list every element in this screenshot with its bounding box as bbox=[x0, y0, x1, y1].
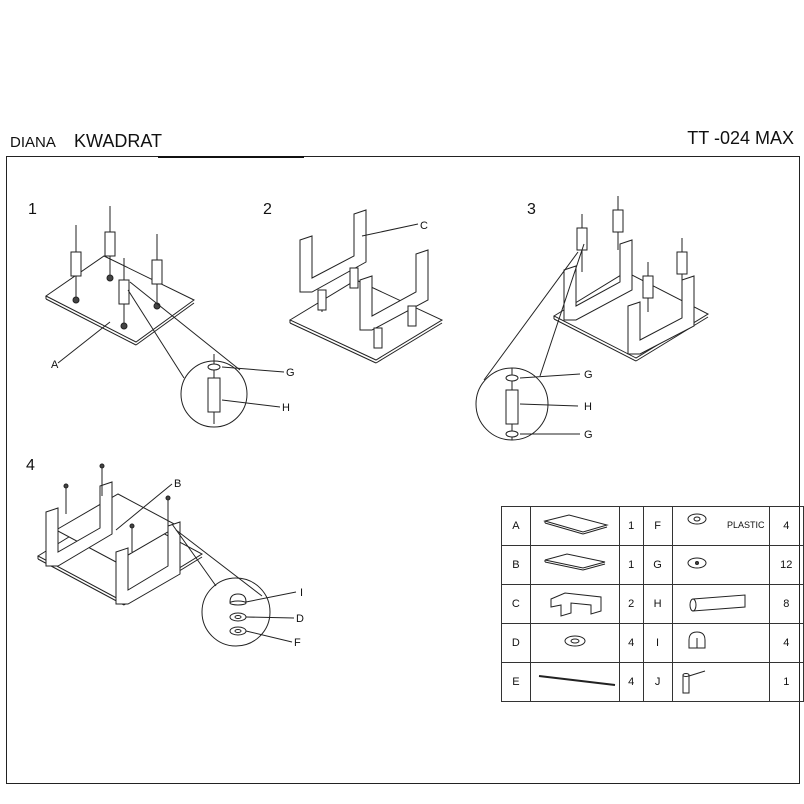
table-row: D 4 I 4 bbox=[501, 623, 804, 663]
step-4-illustration: B I D F bbox=[36, 463, 304, 649]
part-qty: 4 bbox=[618, 662, 644, 702]
parts-list-table: A 1 F PLASTIC 4 B 1 G 12 C 2 H 8 bbox=[501, 506, 804, 702]
step-4-number: 4 bbox=[26, 457, 35, 474]
step-2-number: 2 bbox=[263, 201, 272, 218]
part-qty: 1 bbox=[618, 506, 644, 546]
part-qty: 2 bbox=[618, 584, 644, 624]
callout-g: G bbox=[286, 367, 295, 379]
small-washer-icon bbox=[671, 545, 770, 585]
callout-g-top: G bbox=[584, 369, 593, 381]
callout-h: H bbox=[584, 401, 592, 413]
part-letter: C bbox=[501, 584, 531, 624]
part-qty: 4 bbox=[768, 623, 804, 663]
part-qty: 4 bbox=[768, 506, 804, 546]
model-name: KWADRAT bbox=[74, 131, 162, 151]
table-row: E 4 J 1 bbox=[501, 662, 804, 702]
detail-magnifier bbox=[201, 577, 271, 647]
tube-spacer-icon bbox=[671, 584, 770, 624]
table-row: C 2 H 8 bbox=[501, 584, 804, 624]
table-row: B 1 G 12 bbox=[501, 545, 804, 585]
step-1-number: 1 bbox=[28, 201, 37, 218]
cap-nut-icon bbox=[671, 623, 770, 663]
brand-name: DIANA bbox=[10, 134, 56, 151]
part-letter: J bbox=[642, 662, 673, 702]
part-qty: 12 bbox=[768, 545, 804, 585]
product-code: TT -024 MAX bbox=[687, 128, 794, 148]
callout-a: A bbox=[51, 359, 59, 371]
callout-c: C bbox=[420, 220, 428, 232]
instruction-frame bbox=[6, 156, 800, 784]
allen-key-icon bbox=[671, 662, 770, 702]
step-3-illustration: G H G bbox=[475, 196, 710, 441]
plastic-washer-icon: PLASTIC bbox=[671, 506, 770, 546]
part-qty: 1 bbox=[618, 545, 644, 585]
callout-h: H bbox=[282, 402, 290, 414]
part-letter: F bbox=[642, 506, 673, 546]
frame-c-icon bbox=[529, 584, 620, 624]
part-letter: A bbox=[501, 506, 531, 546]
step-3-number: 3 bbox=[527, 201, 536, 218]
step-1-illustration: A G H bbox=[45, 206, 295, 428]
callout-b: B bbox=[174, 478, 181, 490]
washer-d-icon bbox=[529, 623, 620, 663]
callout-f: F bbox=[294, 637, 301, 649]
shelf-b-icon bbox=[529, 545, 620, 585]
part-letter: B bbox=[501, 545, 531, 585]
callout-i: I bbox=[300, 587, 303, 599]
part-letter: I bbox=[642, 623, 673, 663]
header-underline bbox=[158, 156, 304, 158]
part-letter: H bbox=[642, 584, 673, 624]
part-qty: 4 bbox=[618, 623, 644, 663]
part-qty: 8 bbox=[768, 584, 804, 624]
callout-g-bottom: G bbox=[584, 429, 593, 441]
plastic-note: PLASTIC bbox=[727, 520, 765, 530]
part-qty: 1 bbox=[768, 662, 804, 702]
threaded-rod-icon bbox=[529, 662, 620, 702]
callout-d: D bbox=[296, 613, 304, 625]
part-letter: G bbox=[642, 545, 673, 585]
table-top-a-icon bbox=[529, 506, 620, 546]
table-row: A 1 F PLASTIC 4 bbox=[501, 506, 804, 546]
part-letter: D bbox=[501, 623, 531, 663]
step-2-illustration: C bbox=[288, 209, 444, 364]
part-letter: E bbox=[501, 662, 531, 702]
